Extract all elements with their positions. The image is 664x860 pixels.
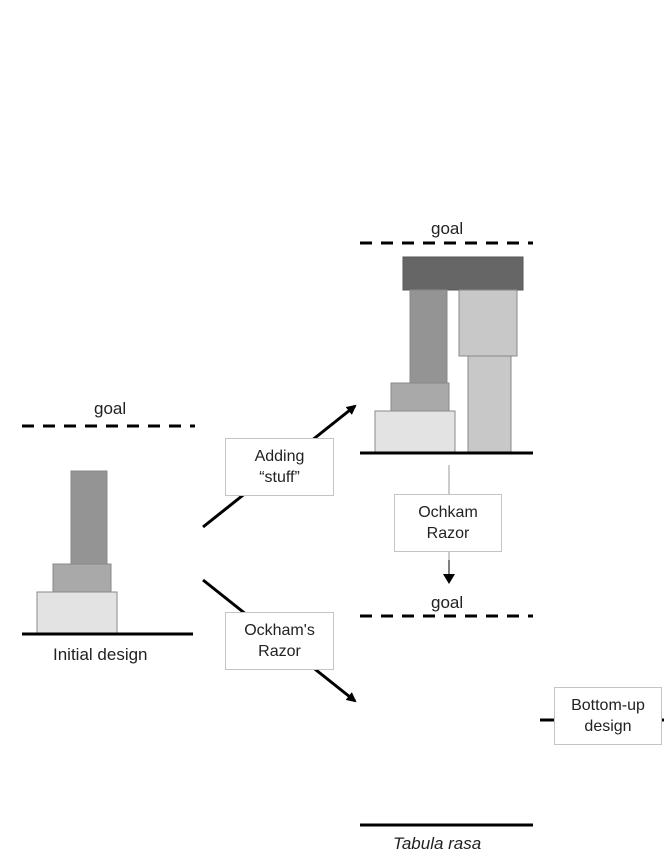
bottom-up-design-box: Bottom-up design — [554, 687, 662, 745]
extended-block-right-lower — [467, 355, 512, 454]
extended-block-base — [374, 410, 456, 454]
ochkam-razor-box: Ochkam Razor — [394, 494, 502, 552]
extended-block-left-column — [409, 289, 448, 384]
initial-block-base — [36, 591, 118, 635]
ockhams-razor-label: Ockham's Razor — [244, 622, 315, 660]
extended-block-top-cap — [402, 256, 524, 291]
bottom-up-design-label: Bottom-up design — [571, 697, 645, 735]
initial-block-column — [70, 470, 108, 565]
extended-block-middle — [390, 382, 450, 412]
ochkam-razor-label: Ochkam Razor — [418, 504, 478, 542]
initial-block-middle — [52, 563, 112, 593]
ockhams-razor-box: Ockham's Razor — [225, 612, 334, 670]
initial-goal-label: goal — [94, 399, 127, 418]
adding-stuff-box: Adding “stuff” — [225, 438, 334, 496]
extended-goal-label: goal — [431, 219, 464, 238]
tabula-rasa-caption: Tabula rasa — [393, 834, 482, 853]
extended-block-right-upper — [458, 289, 518, 357]
initial-design-caption: Initial design — [53, 645, 148, 664]
rasa-goal-label: goal — [431, 593, 464, 612]
adding-stuff-label: Adding “stuff” — [254, 448, 305, 486]
